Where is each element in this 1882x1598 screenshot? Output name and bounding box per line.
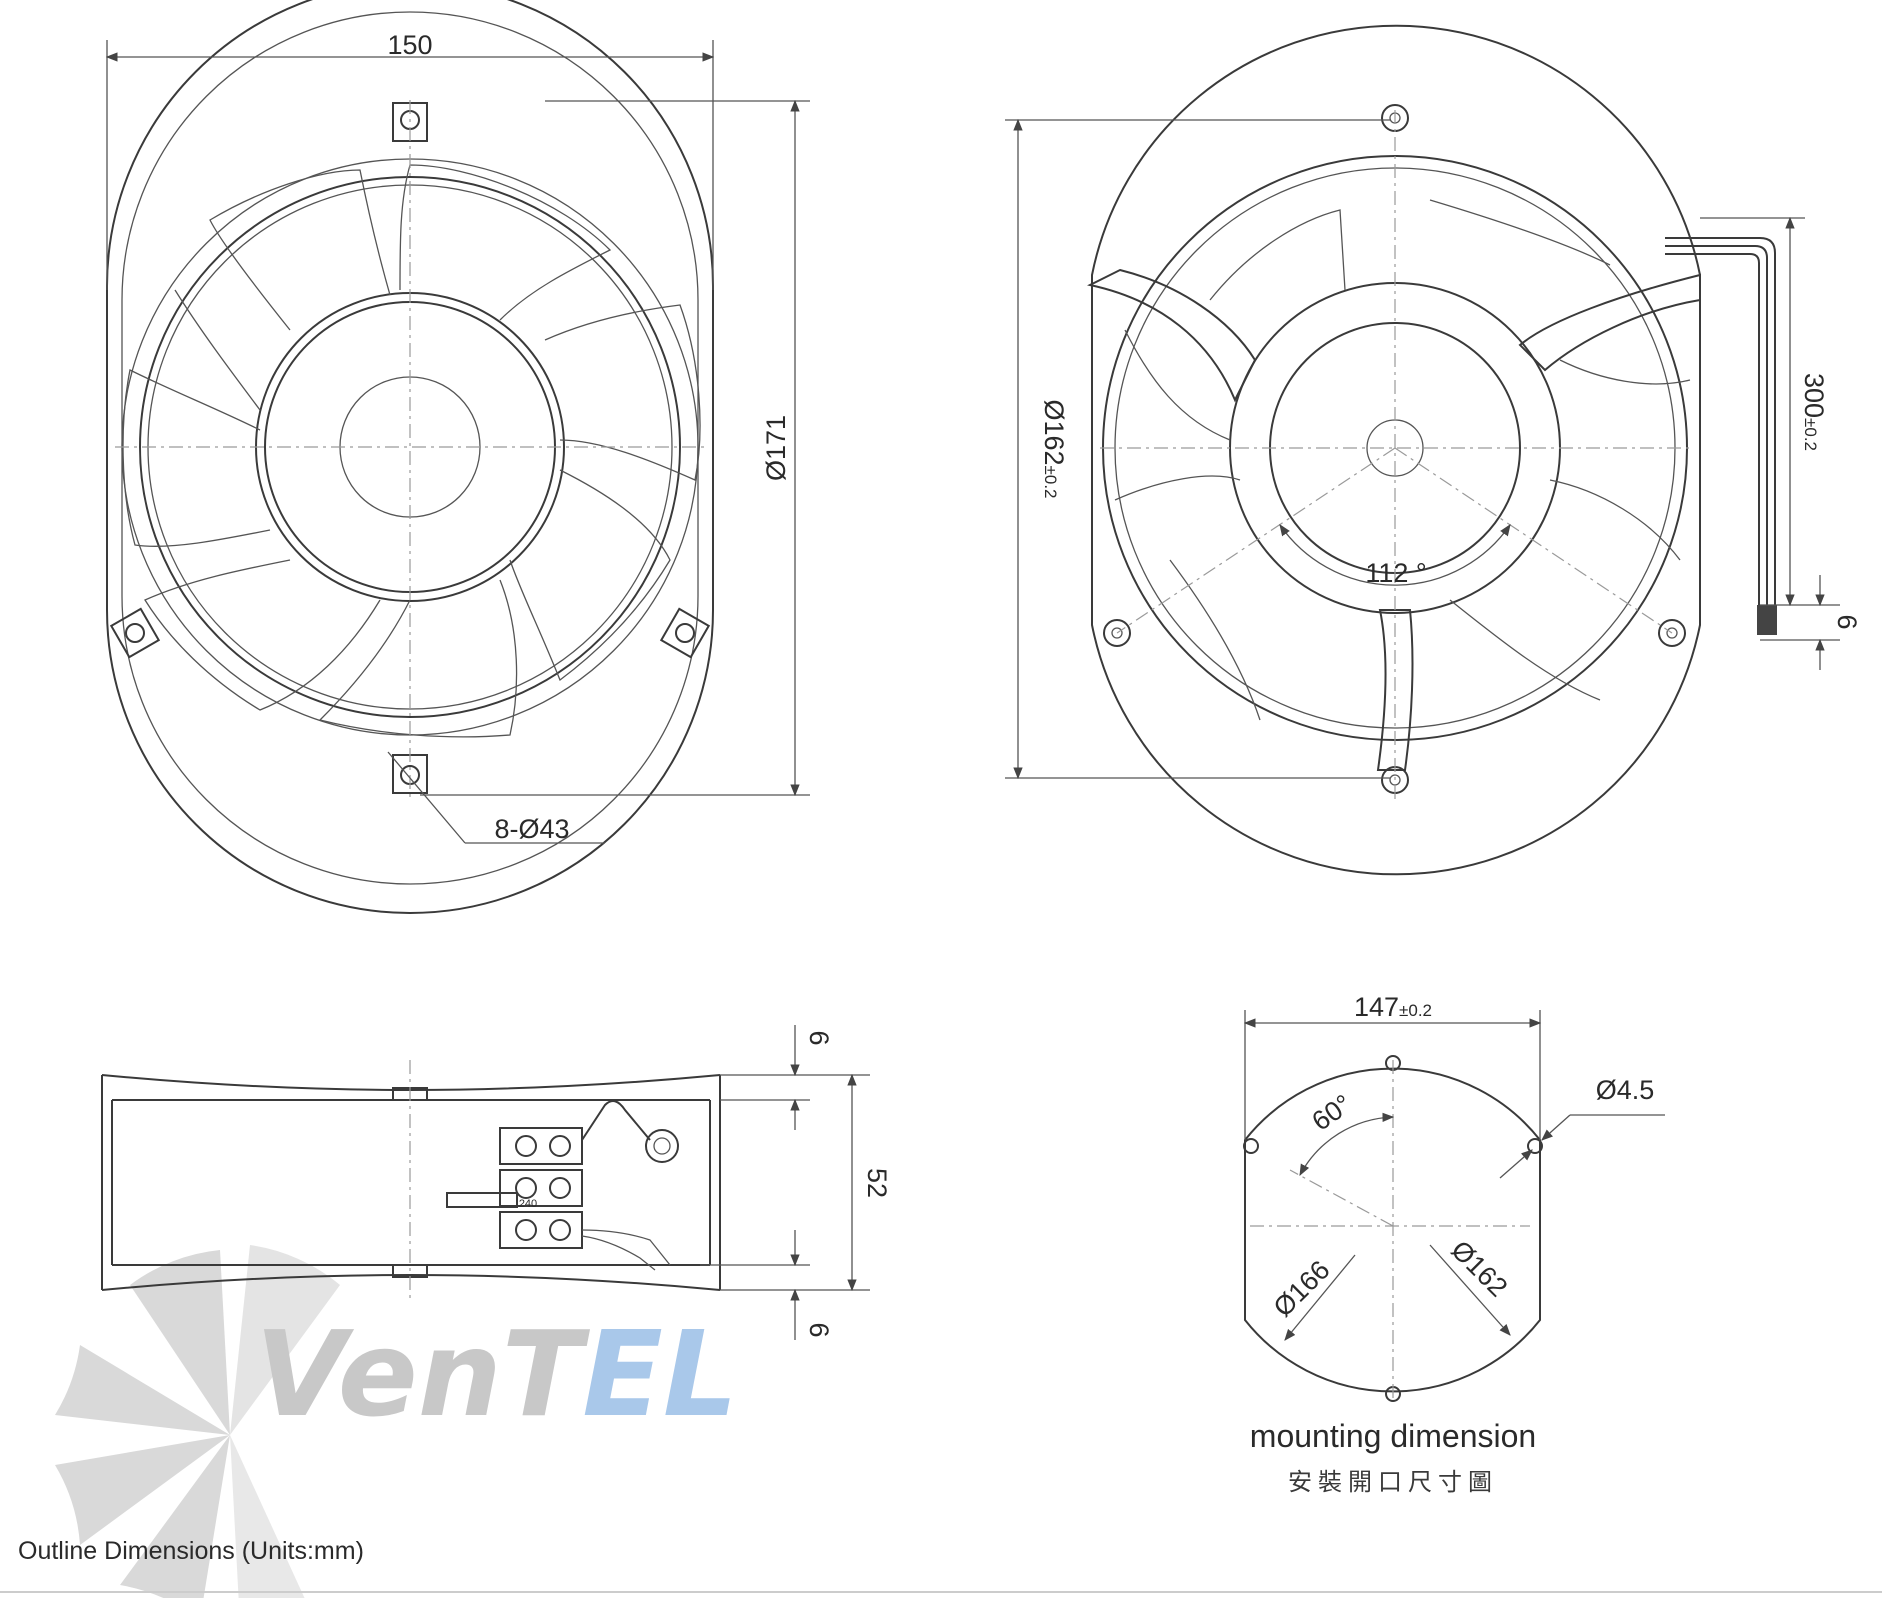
side-bottom-dim: 6 [804,1322,834,1337]
front-hole-dim: 8-Ø43 [494,814,569,844]
watermark-ven: Ven [255,1305,502,1443]
rear-strip-dim: 6 [1832,614,1862,629]
lead-wires [1665,237,1777,635]
rear-angle-dim: 112 ° [1365,558,1426,588]
mounting-caption-cn: 安裝開口尺寸圖 [1288,1468,1498,1496]
mount-angle-dim: 60° [1307,1089,1358,1137]
front-diameter-dim: Ø171 [761,415,791,481]
ventel-watermark: VenTEL [55,1245,738,1598]
mount-d2-dim: Ø162 [1445,1235,1513,1303]
mount-d1-dim: Ø166 [1268,1255,1336,1323]
mounting-caption: mounting dimension [1250,1418,1536,1454]
side-top-dim: 6 [804,1030,834,1045]
front-mounting-holes [109,102,711,794]
watermark-el: EL [582,1305,738,1443]
mounting-view: 147±0.2 60° Ø4.5 Ø166 Ø162 mounting dime… [1243,992,1665,1496]
rear-blades [1114,199,1691,721]
front-width-dim: 150 [387,30,432,60]
svg-text:VenTEL: VenTEL [255,1305,738,1443]
front-view: 150 Ø171 8-Ø43 [105,0,810,914]
terminal-marking: 240 [519,1198,537,1210]
mount-hole-dim: Ø4.5 [1596,1075,1655,1105]
terminal-block: 240 [446,1100,679,1271]
rear-lead-dim: 300±0.2 [1799,373,1829,451]
fan-logo-icon [55,1245,340,1598]
front-blades [122,164,701,738]
outline-caption: Outline Dimensions (Units:mm) [18,1537,364,1565]
rear-diameter-dim: Ø162±0.2 [1039,399,1069,498]
side-view: 240 52 6 6 [101,1025,892,1340]
rear-view: 112 ° Ø162±0.2 300±0.2 6 [1005,24,1862,876]
side-height-dim: 52 [862,1168,892,1198]
rear-spokes [1087,268,1701,771]
mount-span-dim: 147±0.2 [1354,992,1432,1022]
watermark-t: T [502,1305,591,1443]
